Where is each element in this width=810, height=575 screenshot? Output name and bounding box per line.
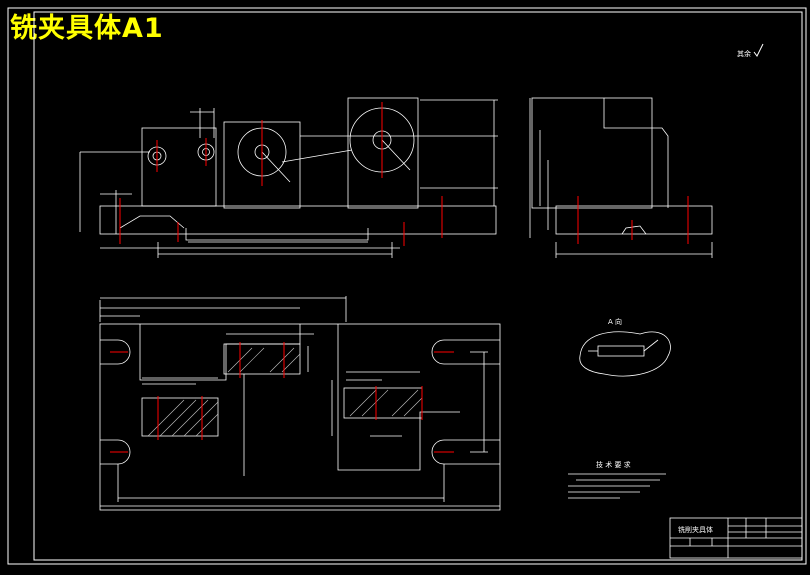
title-block-part-name: 铣削夹具体 [678, 525, 713, 534]
tech-requirements-lines [568, 473, 666, 499]
roughness-check-icon [753, 43, 764, 57]
tech-requirements-heading: 技 术 要 求 [596, 460, 631, 469]
drawing-frame-inner [33, 11, 803, 561]
front-view-centerlines [119, 102, 443, 246]
page-title: 铣夹具体A1 [10, 13, 164, 44]
front-view [79, 97, 498, 258]
top-view [99, 296, 501, 511]
corner-note: 其余 [737, 49, 751, 58]
section-a-view [579, 331, 671, 377]
side-view-centerlines [577, 196, 689, 244]
title-block [669, 517, 803, 559]
top-view-centerlines [110, 342, 454, 453]
top-view-hatching [147, 347, 423, 437]
side-view [529, 97, 713, 258]
drawing-border [7, 7, 807, 565]
section-label: A 向 [608, 317, 622, 326]
